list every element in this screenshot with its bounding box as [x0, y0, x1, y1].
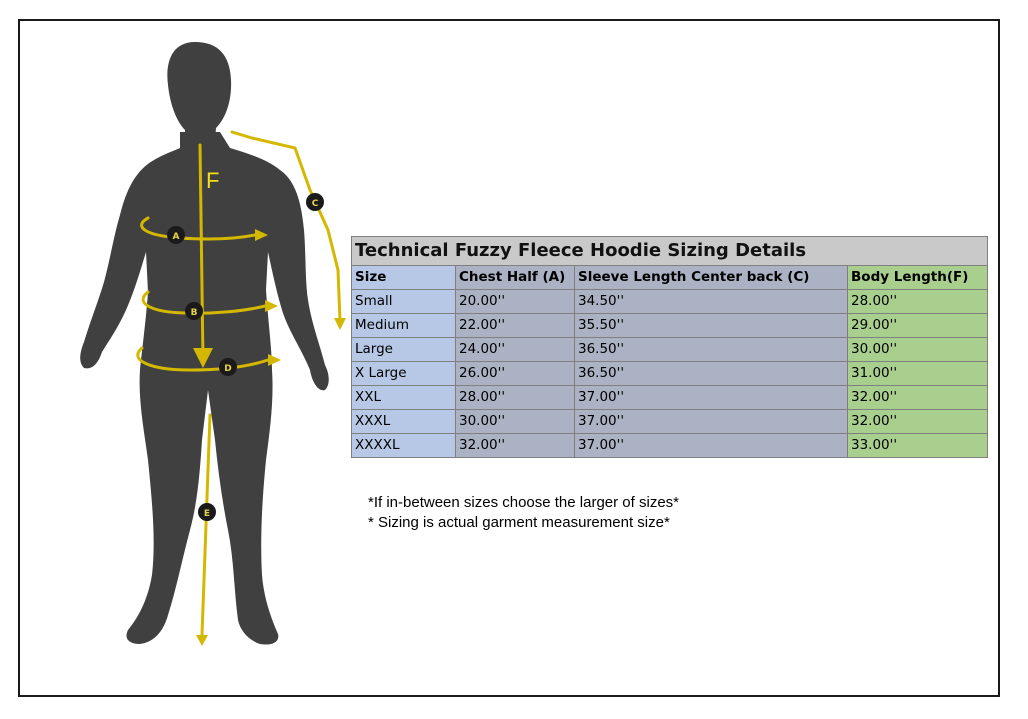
- cell-size: Small: [351, 289, 456, 314]
- length-label-f: F: [206, 168, 219, 193]
- table-title-row: Technical Fuzzy Fleece Hoodie Sizing Det…: [350, 236, 989, 266]
- cell-body-length: 29.00'': [846, 313, 989, 338]
- cell-sleeve: 36.50'': [574, 361, 848, 386]
- marker-b-label: B: [191, 308, 198, 318]
- cell-body-length: 32.00'': [846, 385, 989, 410]
- header-sleeve: Sleeve Length Center back (C): [574, 265, 848, 290]
- table-row: XXXXL 32.00'' 37.00'' 33.00'': [351, 433, 989, 458]
- marker-e: E: [198, 503, 216, 521]
- marker-a-label: A: [173, 232, 180, 242]
- cell-chest: 20.00'': [455, 289, 575, 314]
- table-header-row: Size Chest Half (A) Sleeve Length Center…: [351, 265, 989, 290]
- sizing-table: Technical Fuzzy Fleece Hoodie Sizing Det…: [350, 236, 989, 458]
- cell-size: XXXL: [351, 409, 456, 434]
- marker-b: B: [185, 302, 203, 320]
- cell-size: Medium: [351, 313, 456, 338]
- marker-d: D: [219, 358, 237, 376]
- cell-sleeve: 36.50'': [574, 337, 848, 362]
- table-row: Medium 22.00'' 35.50'' 29.00'': [351, 313, 989, 338]
- marker-a: A: [167, 226, 185, 244]
- cell-chest: 24.00'': [455, 337, 575, 362]
- marker-c-label: C: [312, 199, 319, 209]
- measure-arrowheads: [193, 229, 346, 646]
- cell-size: XXXXL: [351, 433, 456, 458]
- table-row: Large 24.00'' 36.50'' 30.00'': [351, 337, 989, 362]
- header-body-length: Body Length(F): [846, 265, 989, 290]
- header-chest: Chest Half (A): [455, 265, 575, 290]
- cell-body-length: 32.00'': [846, 409, 989, 434]
- cell-sleeve: 37.00'': [574, 433, 848, 458]
- cell-size: XXL: [351, 385, 456, 410]
- human-body-silhouette-icon: F A B C D E: [40, 30, 360, 670]
- cell-size: X Large: [351, 361, 456, 386]
- cell-chest: 32.00'': [455, 433, 575, 458]
- cell-chest: 22.00'': [455, 313, 575, 338]
- table-row: X Large 26.00'' 36.50'' 31.00'': [351, 361, 989, 386]
- body-silhouette: [80, 42, 329, 645]
- cell-sleeve: 34.50'': [574, 289, 848, 314]
- sizing-notes: *If in-between sizes choose the larger o…: [368, 493, 679, 533]
- table-row: Small 20.00'' 34.50'' 28.00'': [351, 289, 989, 314]
- marker-d-label: D: [224, 364, 231, 374]
- cell-sleeve: 37.00'': [574, 409, 848, 434]
- marker-c: C: [306, 193, 324, 211]
- cell-body-length: 28.00'': [846, 289, 989, 314]
- table-title: Technical Fuzzy Fleece Hoodie Sizing Det…: [350, 236, 989, 266]
- table-row: XXL 28.00'' 37.00'' 32.00'': [351, 385, 989, 410]
- marker-e-label: E: [204, 509, 210, 519]
- cell-body-length: 33.00'': [846, 433, 989, 458]
- note-line-1: *If in-between sizes choose the larger o…: [368, 494, 679, 511]
- cell-body-length: 31.00'': [846, 361, 989, 386]
- cell-sleeve: 37.00'': [574, 385, 848, 410]
- cell-size: Large: [351, 337, 456, 362]
- cell-chest: 28.00'': [455, 385, 575, 410]
- cell-chest: 26.00'': [455, 361, 575, 386]
- header-size: Size: [351, 265, 456, 290]
- table-row: XXXL 30.00'' 37.00'' 32.00'': [351, 409, 989, 434]
- cell-body-length: 30.00'': [846, 337, 989, 362]
- cell-sleeve: 35.50'': [574, 313, 848, 338]
- cell-chest: 30.00'': [455, 409, 575, 434]
- note-line-2: * Sizing is actual garment measurement s…: [368, 514, 670, 531]
